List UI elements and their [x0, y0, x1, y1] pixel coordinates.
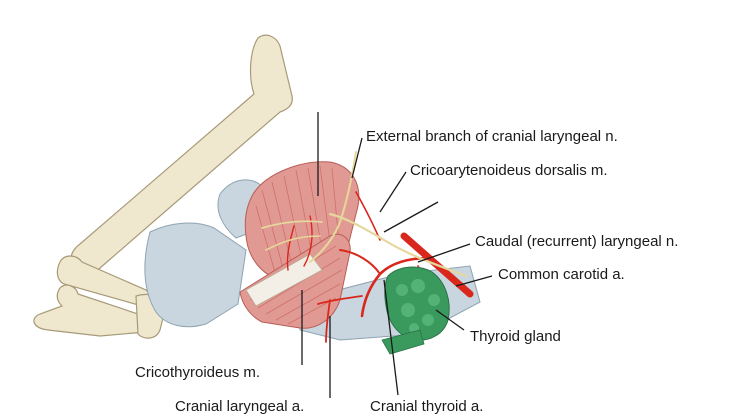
leader-external-branch [351, 137, 363, 179]
ceratohyoid-bone [33, 284, 155, 337]
leader-common-carotid [455, 275, 493, 287]
leader-cranial-thyroid [383, 279, 399, 396]
hyoid-bones [33, 34, 293, 339]
label-thyroid-gland: Thyroid gland [470, 328, 561, 345]
label-cricoarytenoideus: Cricoarytenoideus dorsalis m. [410, 162, 608, 179]
cricothyroideus-muscle [239, 233, 351, 329]
epiglottis-cartilage [144, 222, 247, 328]
external-branch-nerve [309, 151, 357, 263]
label-cranial-thyroid-artery: Cranial thyroid a. [370, 398, 484, 415]
leader-thyroid-gland [435, 309, 465, 331]
thyroid-gland [384, 266, 450, 341]
leader-cricoarytenoideus-2 [383, 201, 439, 233]
label-caudal-laryngeal: Caudal (recurrent) laryngeal n. [475, 233, 679, 250]
leader-cricoarytenoideus [379, 171, 407, 213]
label-external-branch: External branch of cranial laryngeal n. [366, 128, 618, 145]
cricothyroid-ligament [245, 253, 323, 307]
label-cricothyroideus: Cricothyroideus m. [135, 364, 261, 381]
nerves [261, 151, 468, 278]
caudal-laryngeal-nerve [328, 212, 468, 278]
label-cranial-laryngeal-artery: Cranial laryngeal a. [175, 398, 305, 415]
leader-caudal-laryngeal [417, 243, 471, 263]
leader-lines [301, 112, 493, 398]
label-common-carotid: Common carotid a. [498, 266, 625, 283]
